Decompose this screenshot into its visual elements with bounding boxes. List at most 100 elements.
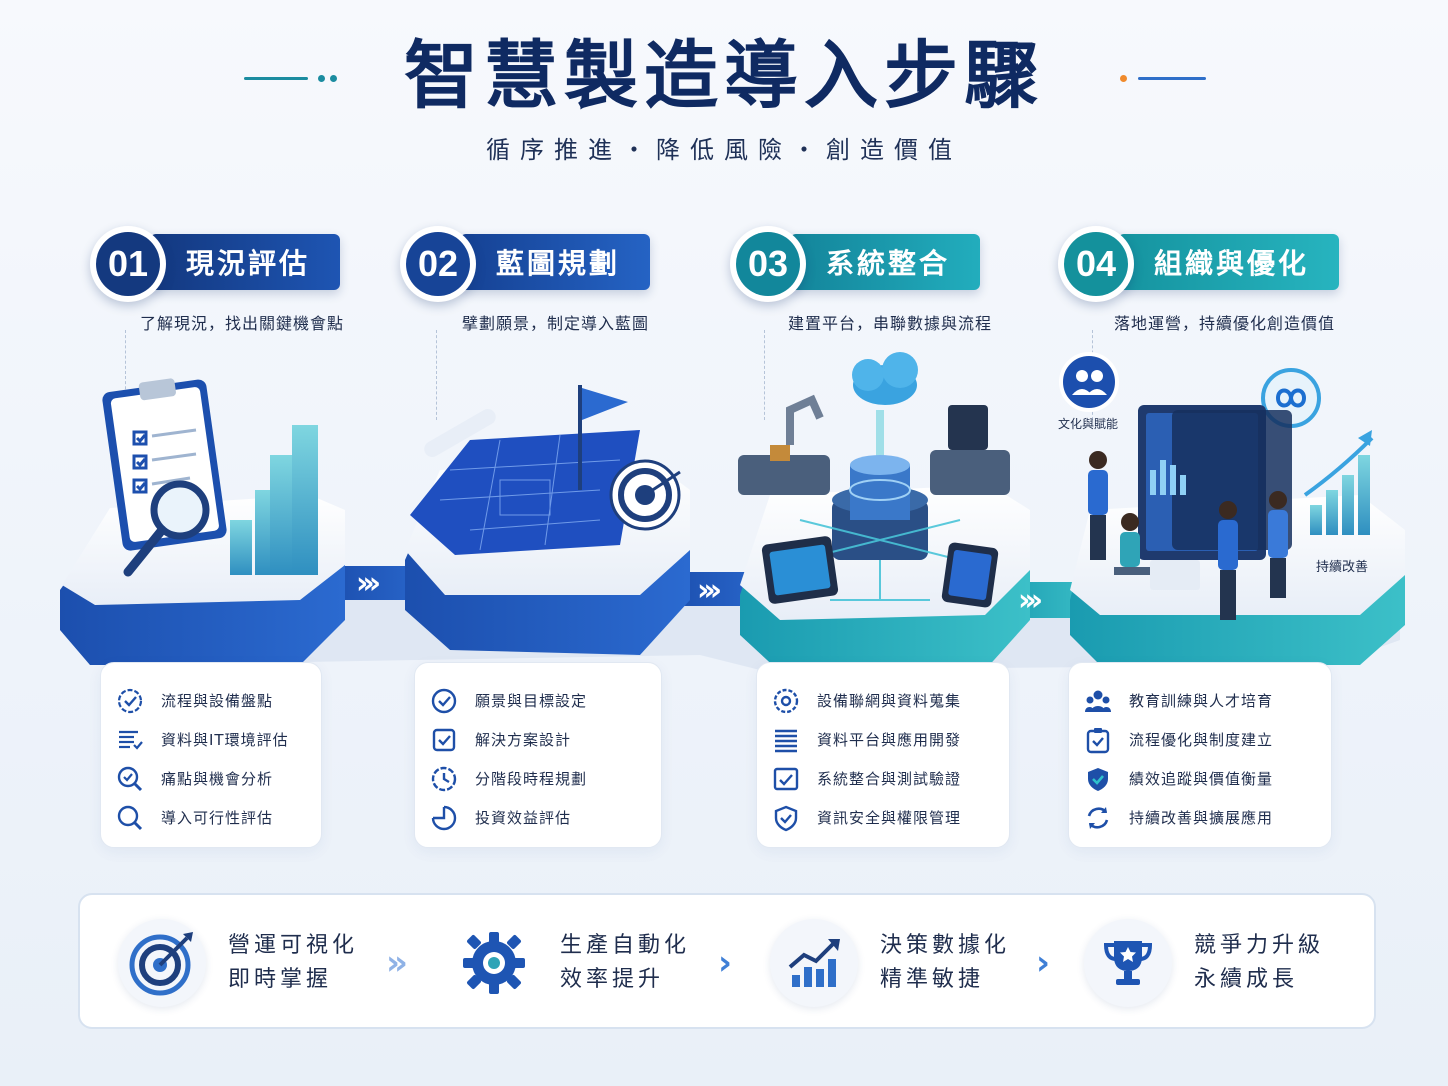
step-2-card: 願景與目標設定 解決方案設計 分階段時程規劃 投資效益評估: [414, 662, 662, 848]
benefit-item-visibility: 營運可視化即時掌握: [118, 915, 358, 1011]
step-1-desc: 了解現況，找出關鍵機會點: [140, 314, 345, 333]
list-icon: [771, 725, 801, 755]
list-item-label: 資訊安全與權限管理: [817, 809, 962, 827]
list-item-label: 績效追蹤與價值衡量: [1129, 770, 1274, 788]
platform-illustration: [60, 352, 1405, 672]
step-3-desc: 建置平台，串聯數據與流程: [788, 314, 993, 333]
title-deco-line-right: [1138, 77, 1206, 80]
title-deco-dot-right: [1120, 75, 1127, 82]
benefit-title: 營運可視化: [228, 933, 359, 958]
benefit-chevron-3: ›: [1036, 943, 1051, 983]
page-subtitle: 循序推進・降低風險・創造價值: [486, 136, 962, 164]
network-gear-icon: [771, 686, 801, 716]
list-item: 痛點與機會分析: [115, 759, 307, 798]
culture-label: 文化與賦能: [1058, 417, 1119, 431]
list-item: 持續改善與擴展應用: [1083, 798, 1317, 837]
checklist-circle-icon: [115, 686, 145, 716]
step-4-card: 教育訓練與人才培育 流程優化與制度建立 績效追蹤與價值衡量 持續改善與擴展應用: [1068, 662, 1332, 848]
trophy-icon: [1084, 919, 1172, 1007]
dashboard-screen-right: [941, 542, 999, 608]
list-item: 導入可行性評估: [115, 798, 307, 837]
analysis-magnifier-icon: [115, 764, 145, 794]
list-item-label: 痛點與機會分析: [161, 770, 274, 788]
robot-arm-illustration: [738, 394, 830, 495]
title-deco-dot-left-2: [330, 75, 337, 82]
page-title: 智慧製造導入步驟: [404, 33, 1044, 119]
check-circle-icon: [429, 686, 459, 716]
list-item: 設備聯網與資料蒐集: [771, 681, 995, 720]
step-1-title: 現況評估: [150, 234, 341, 290]
list-item-label: 資料與IT環境評估: [161, 731, 289, 749]
step-1-number: 01: [96, 232, 160, 296]
gear-icon: [450, 919, 538, 1007]
step-arrow-3: ›››: [1018, 583, 1043, 618]
list-item-label: 導入可行性評估: [161, 809, 274, 827]
improve-label: 持續改善: [1316, 560, 1369, 575]
step-3-title: 系統整合: [790, 234, 981, 290]
benefit-chevron-2: ›: [718, 943, 733, 983]
step-4-number: 04: [1064, 232, 1128, 296]
step-4-title: 組織與優化: [1118, 234, 1340, 290]
step-arrow-2: ›››: [697, 573, 722, 608]
benefit-title: 競爭力升級: [1194, 933, 1325, 958]
title-deco-line-left: [244, 77, 308, 80]
list-item: 解決方案設計: [429, 720, 647, 759]
benefit-item-competitiveness: 競爭力升級永續成長: [1084, 915, 1324, 1011]
list-item-label: 持續改善與擴展應用: [1129, 809, 1274, 827]
list-item-label: 資料平台與應用開發: [817, 731, 962, 749]
step-4-badge: 04: [1058, 226, 1134, 302]
list-item-label: 流程與設備盤點: [161, 692, 274, 710]
step-3-number: 03: [736, 232, 800, 296]
shield-badge-icon: [1083, 764, 1113, 794]
step-1-badge: 01: [90, 226, 166, 302]
list-item: 分階段時程規劃: [429, 759, 647, 798]
step-1-card: 流程與設備盤點 資料與IT環境評估 痛點與機會分析 導入可行性評估: [100, 662, 322, 848]
list-item: 資訊安全與權限管理: [771, 798, 995, 837]
monitor-illustration-right: [930, 405, 1010, 495]
list-item-label: 願景與目標設定: [475, 692, 588, 710]
benefit-subtitle: 永續成長: [1194, 967, 1299, 992]
growth-bars-illustration: [1303, 430, 1374, 535]
list-item: 願景與目標設定: [429, 681, 647, 720]
step-1-guide-line: [125, 330, 126, 420]
benefit-subtitle: 即時掌握: [228, 967, 333, 992]
step-3-header: 系統整合 03: [730, 226, 1030, 306]
step-arrow-1: ›››: [356, 566, 381, 601]
list-item-label: 投資效益評估: [475, 809, 572, 827]
target-illustration: [609, 459, 681, 531]
benefit-subtitle: 精準敏捷: [880, 967, 985, 992]
search-icon: [115, 803, 145, 833]
benefit-chevron-1: »: [386, 943, 408, 983]
list-item-label: 設備聯網與資料蒐集: [817, 692, 962, 710]
benefit-title: 生產自動化: [560, 933, 691, 958]
list-item: 教育訓練與人才培育: [1083, 681, 1317, 720]
step-2-title: 藍圖規劃: [460, 234, 651, 290]
dashboard-screen-left: [761, 536, 839, 604]
clipboard-check-icon: [1083, 725, 1113, 755]
list-item-label: 解決方案設計: [475, 731, 572, 749]
document-list-icon: [115, 725, 145, 755]
target-icon: [118, 919, 206, 1007]
step-4-header: 組織與優化 04: [1058, 226, 1358, 306]
people-icon: [1083, 686, 1113, 716]
list-item-label: 分階段時程規劃: [475, 770, 588, 788]
refresh-cycle-icon: [1083, 803, 1113, 833]
step-3-card: 設備聯網與資料蒐集 資料平台與應用開發 系統整合與測試驗證 資訊安全與權限管理: [756, 662, 1010, 848]
step-2-guide-line: [436, 330, 437, 420]
step-2-desc: 擘劃願景，制定導入藍圖: [462, 314, 650, 333]
list-item-label: 系統整合與測試驗證: [817, 770, 962, 788]
list-item-label: 流程優化與制度建立: [1129, 731, 1274, 749]
benefit-item-automation: 生產自動化效率提升: [450, 915, 690, 1011]
list-item: 流程與設備盤點: [115, 681, 307, 720]
chart-check-icon: [771, 764, 801, 794]
header: 智慧製造導入步驟 循序推進・降低風險・創造價值: [0, 28, 1448, 165]
list-item: 流程優化與制度建立: [1083, 720, 1317, 759]
check-square-icon: [429, 725, 459, 755]
step-3-badge: 03: [730, 226, 806, 302]
pie-chart-icon: [429, 803, 459, 833]
step-3-guide-line: [764, 330, 765, 420]
list-item: 績效追蹤與價值衡量: [1083, 759, 1317, 798]
people-illustration: [1088, 451, 1288, 620]
culture-icon: [1059, 352, 1119, 412]
step-2-number: 02: [406, 232, 470, 296]
